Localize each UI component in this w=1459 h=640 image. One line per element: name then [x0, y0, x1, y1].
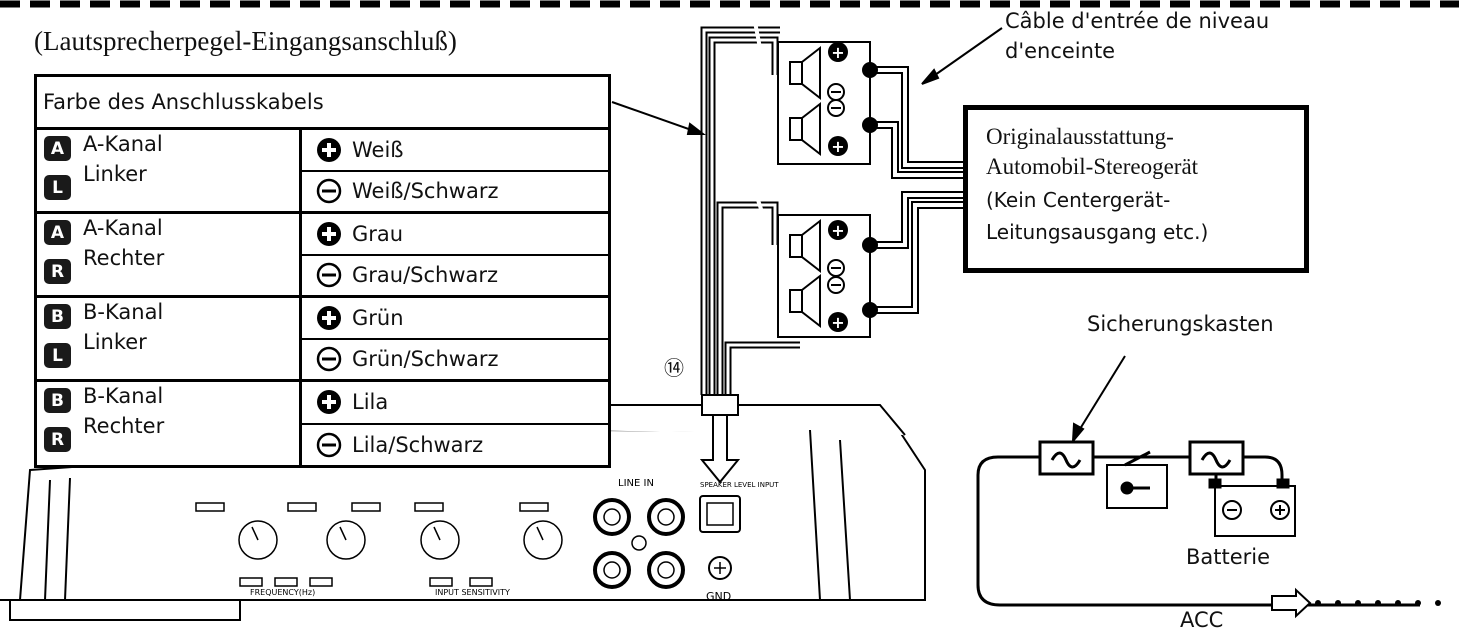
plus-icon: [317, 221, 341, 246]
side-badge: R: [44, 259, 71, 284]
speaker-level-cable: [700, 21, 965, 395]
amp-control-panel: [195, 495, 741, 589]
oem-stereo-box: [963, 105, 1309, 273]
minus-wire-color: Grün/Schwarz: [352, 347, 499, 372]
side-badge: L: [44, 343, 71, 368]
channel-badge: B: [44, 388, 71, 413]
acc-label: ACC: [1180, 608, 1224, 632]
line-in-label: LINE IN: [618, 478, 654, 489]
pointer-arrows: [611, 27, 1126, 444]
plus-wire-cell: Grün: [302, 298, 608, 340]
plus-wire-color: Grau: [352, 221, 404, 246]
plus-wire-cell: Weiß: [302, 130, 608, 172]
minus-wire-cell: Grün/Schwarz: [302, 340, 608, 380]
svg-text:+: +: [831, 221, 844, 240]
table-row: B R B-Kanal Rechter Lila Lila/Schwarz: [37, 382, 608, 465]
minus-wire-cell: Weiß/Schwarz: [302, 172, 608, 212]
minus-icon: [316, 263, 342, 288]
channel-badge: A: [44, 136, 71, 161]
oem-label-line1: Originalausstattung-: [986, 124, 1174, 149]
speaker-cable-label: Câble d'entrée de niveau d'enceinte: [1005, 9, 1270, 63]
side-label: Rechter: [83, 414, 165, 438]
acc-dotted-line: [1315, 600, 1441, 606]
side-label: Linker: [83, 162, 147, 186]
speaker-input-label: SPEAKER LEVEL INPUT: [700, 481, 779, 489]
speaker-group-b: [777, 214, 878, 338]
side-badge: L: [44, 175, 71, 200]
table-row: A R A-Kanal Rechter Grau Grau/Schwarz: [37, 214, 608, 298]
fuse-box-label: Sicherungskasten: [1087, 312, 1274, 336]
plus-wire-color: Grün: [352, 305, 404, 330]
minus-wire-cell: Lila/Schwarz: [302, 425, 608, 466]
minus-icon: [316, 432, 342, 457]
table-row: A L A-Kanal Linker Weiß Weiß/Schwarz: [37, 130, 608, 214]
plus-icon: [317, 137, 341, 162]
wire-color-table: Farbe des Anschlusskabels A L A-Kanal Li…: [34, 74, 611, 468]
channel-label: B-Kanal: [83, 384, 164, 408]
page-title: (Lautsprecherpegel-Eingangsanschluß): [34, 26, 457, 56]
minus-icon: [316, 179, 342, 204]
side-label: Linker: [83, 330, 147, 354]
table-row: B L B-Kanal Linker Grün Grün/Schwarz: [37, 298, 608, 382]
channel-badge: A: [44, 220, 71, 245]
connector-number: ⑭: [664, 356, 684, 380]
channel-badge: B: [44, 304, 71, 329]
frequency-label: FREQUENCY(Hz): [250, 588, 315, 597]
side-badge: R: [44, 427, 71, 452]
cable-connector: [699, 394, 741, 484]
minus-wire-color: Lila/Schwarz: [352, 432, 484, 457]
speaker-group-a: [777, 41, 878, 165]
plus-wire-cell: Lila: [302, 382, 608, 425]
minus-wire-color: Weiß/Schwarz: [352, 179, 499, 204]
svg-text:+: +: [831, 43, 844, 62]
minus-wire-cell: Grau/Schwarz: [302, 256, 608, 296]
plus-wire-color: Weiß: [352, 137, 404, 162]
oem-label-line2: Automobil-Stereogerät: [986, 154, 1199, 179]
oem-label-line3: (Kein Centergerät-: [986, 188, 1171, 212]
side-label: Rechter: [83, 246, 165, 270]
minus-wire-color: Grau/Schwarz: [352, 263, 499, 288]
plus-icon: [317, 305, 341, 330]
plus-wire-cell: Grau: [302, 214, 608, 256]
svg-text:+: +: [831, 313, 844, 332]
channel-label: B-Kanal: [83, 300, 164, 324]
channel-label: A-Kanal: [83, 132, 163, 156]
power-circuit: [976, 440, 1420, 619]
svg-text:+: +: [831, 137, 844, 156]
plus-wire-color: Lila: [352, 390, 389, 415]
input-sensitivity-label: INPUT SENSITIVITY: [435, 588, 510, 597]
plus-icon: [317, 390, 341, 415]
channel-label: A-Kanal: [83, 216, 163, 240]
gnd-label: GND: [706, 590, 731, 603]
oem-label-line4: Leitungsausgang etc.): [986, 220, 1209, 244]
table-header: Farbe des Anschlusskabels: [37, 77, 608, 130]
battery-label: Batterie: [1186, 545, 1271, 569]
speaker-polarity-marks: + + + +: [827, 42, 848, 332]
minus-icon: [316, 347, 342, 372]
